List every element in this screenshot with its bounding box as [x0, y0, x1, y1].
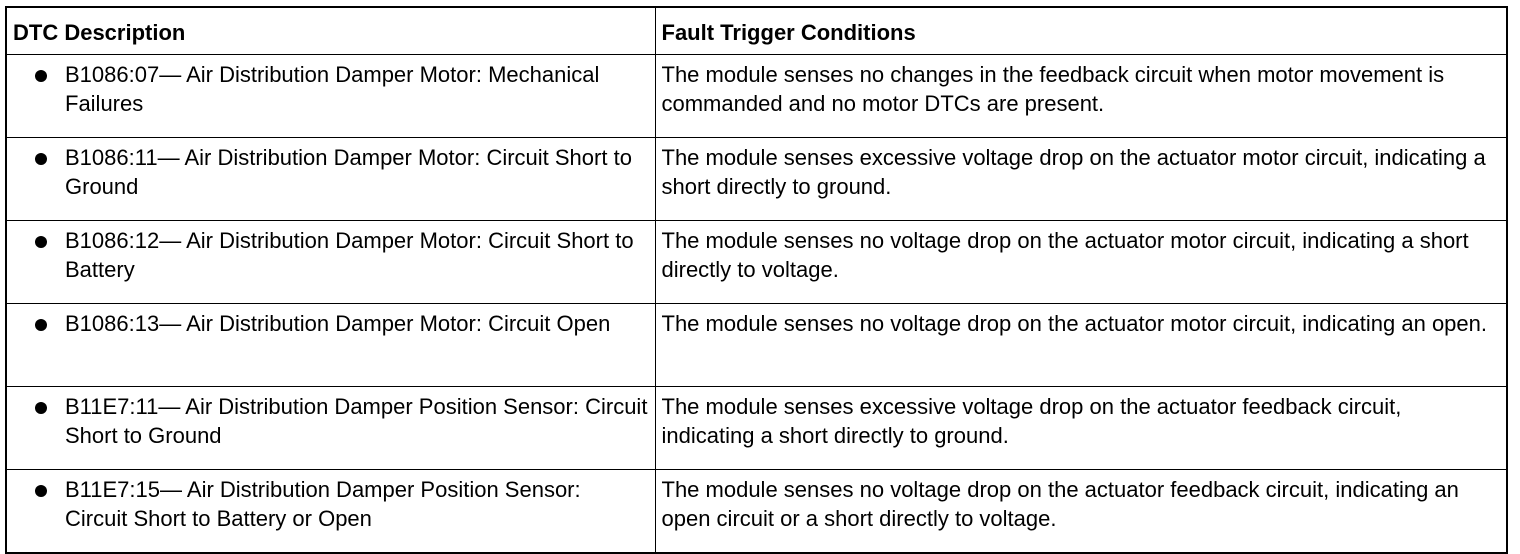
- table-row: B1086:07— Air Distribution Damper Motor:…: [5, 54, 1508, 138]
- fault-condition-cell: The module senses excessive voltage drop…: [654, 386, 1508, 470]
- dtc-description-cell: B11E7:15— Air Distribution Damper Positi…: [5, 469, 656, 554]
- fault-condition-cell: The module senses no voltage drop on the…: [654, 220, 1508, 304]
- bullet-icon: [35, 70, 47, 82]
- bullet-icon: [35, 319, 47, 331]
- dtc-description-text: B1086:13— Air Distribution Damper Motor:…: [65, 311, 611, 336]
- dtc-description-cell: B1086:12— Air Distribution Damper Motor:…: [5, 220, 656, 304]
- bullet-icon: [35, 236, 47, 248]
- dtc-description-text: B11E7:15— Air Distribution Damper Positi…: [65, 477, 581, 531]
- dtc-description-cell: B1086:07— Air Distribution Damper Motor:…: [5, 54, 656, 138]
- table-body: B1086:07— Air Distribution Damper Motor:…: [5, 54, 1508, 554]
- fault-condition-cell: The module senses no voltage drop on the…: [654, 469, 1508, 554]
- dtc-description-text: B1086:11— Air Distribution Damper Motor:…: [65, 145, 632, 199]
- table-row: B11E7:15— Air Distribution Damper Positi…: [5, 469, 1508, 554]
- table-row: B11E7:11— Air Distribution Damper Positi…: [5, 386, 1508, 470]
- bullet-icon: [35, 402, 47, 414]
- dtc-description-text: B1086:12— Air Distribution Damper Motor:…: [65, 228, 634, 282]
- header-fault-trigger-conditions: Fault Trigger Conditions: [654, 6, 1508, 55]
- table-header: DTC Description Fault Trigger Conditions: [5, 6, 1508, 55]
- bullet-icon: [35, 153, 47, 165]
- fault-condition-cell: The module senses excessive voltage drop…: [654, 137, 1508, 221]
- dtc-description-text: B1086:07— Air Distribution Damper Motor:…: [65, 62, 600, 116]
- table-row: B1086:13— Air Distribution Damper Motor:…: [5, 303, 1508, 387]
- header-dtc-description: DTC Description: [5, 6, 656, 55]
- dtc-description-cell: B11E7:11— Air Distribution Damper Positi…: [5, 386, 656, 470]
- table-row: B1086:12— Air Distribution Damper Motor:…: [5, 220, 1508, 304]
- dtc-table: DTC Description Fault Trigger Conditions…: [5, 6, 1508, 554]
- table-row: B1086:11— Air Distribution Damper Motor:…: [5, 137, 1508, 221]
- dtc-description-text: B11E7:11— Air Distribution Damper Positi…: [65, 394, 648, 448]
- header-row: DTC Description Fault Trigger Conditions: [5, 6, 1508, 55]
- dtc-description-cell: B1086:13— Air Distribution Damper Motor:…: [5, 303, 656, 387]
- fault-condition-cell: The module senses no changes in the feed…: [654, 54, 1508, 138]
- fault-condition-cell: The module senses no voltage drop on the…: [654, 303, 1508, 387]
- dtc-description-cell: B1086:11— Air Distribution Damper Motor:…: [5, 137, 656, 221]
- bullet-icon: [35, 485, 47, 497]
